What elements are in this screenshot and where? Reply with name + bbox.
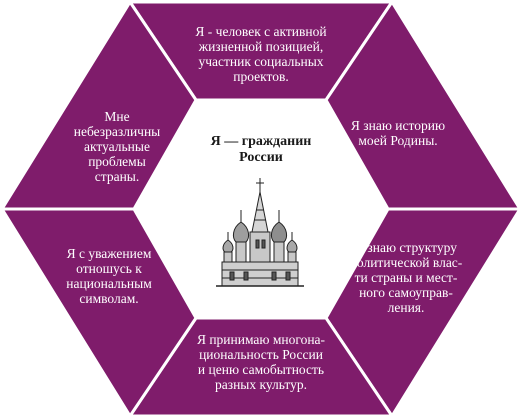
segment-upper-right-text: Я знаю историю моей Родины. bbox=[350, 118, 446, 148]
kremlin-cathedral-icon bbox=[216, 178, 304, 287]
segment-lower-left-text: Я с уважением отношусь к национальным си… bbox=[66, 246, 152, 306]
segment-bottom-text: Я принимаю многона- циональность России … bbox=[196, 332, 326, 392]
segment-lower-right-text: Я знаю структуру политической влас- ти с… bbox=[349, 239, 463, 315]
center-title: Я — гражданин России bbox=[210, 134, 312, 165]
segment-top-text: Я - человек с активной жизненной позицие… bbox=[195, 24, 327, 84]
segment-upper-left-text: Мне небезразличны актуальные проблемы ст… bbox=[73, 108, 161, 184]
